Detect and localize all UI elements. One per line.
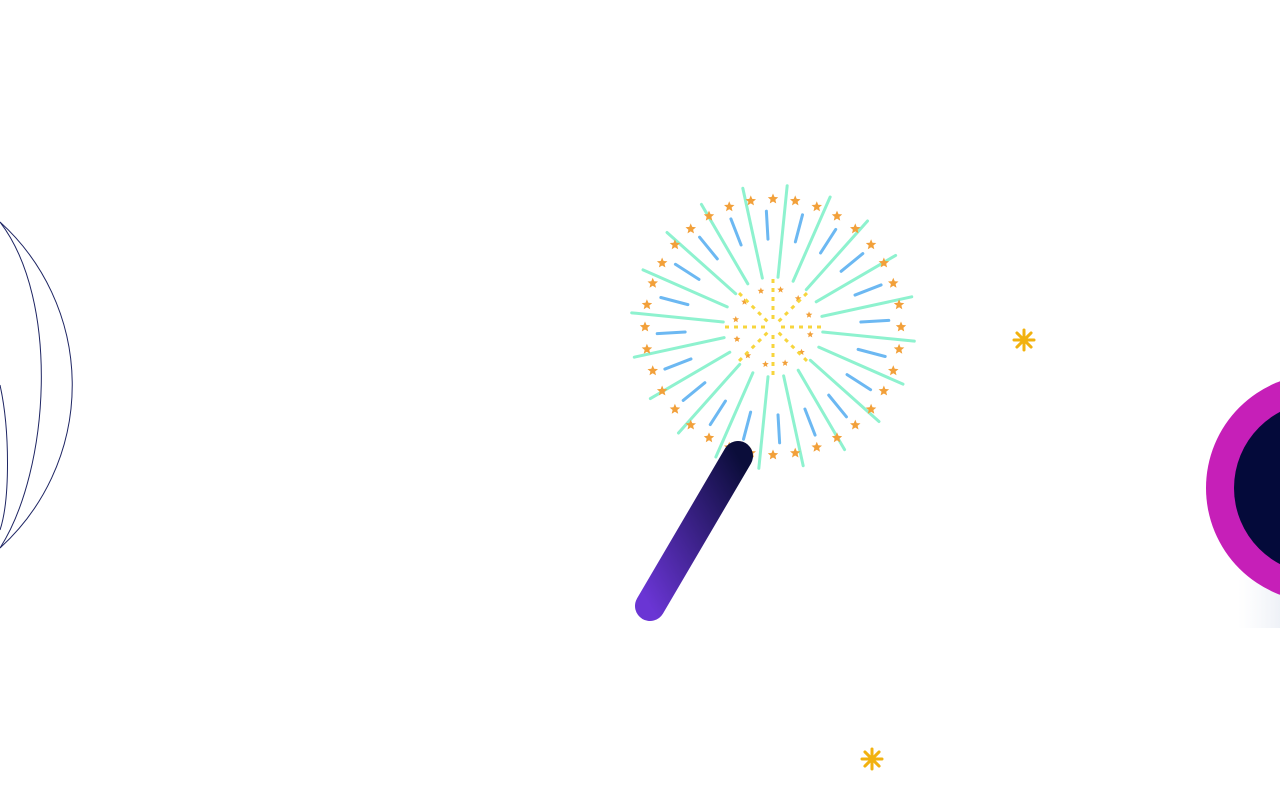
sparkler-wand-icon xyxy=(635,441,753,621)
asterisk-sparkle-icon xyxy=(1012,328,1036,352)
outline-arc-icon xyxy=(0,221,73,549)
asterisk-sparkle-icon xyxy=(860,747,884,771)
firework-burst-icon xyxy=(630,184,916,470)
ring-circle-icon xyxy=(1206,381,1280,628)
